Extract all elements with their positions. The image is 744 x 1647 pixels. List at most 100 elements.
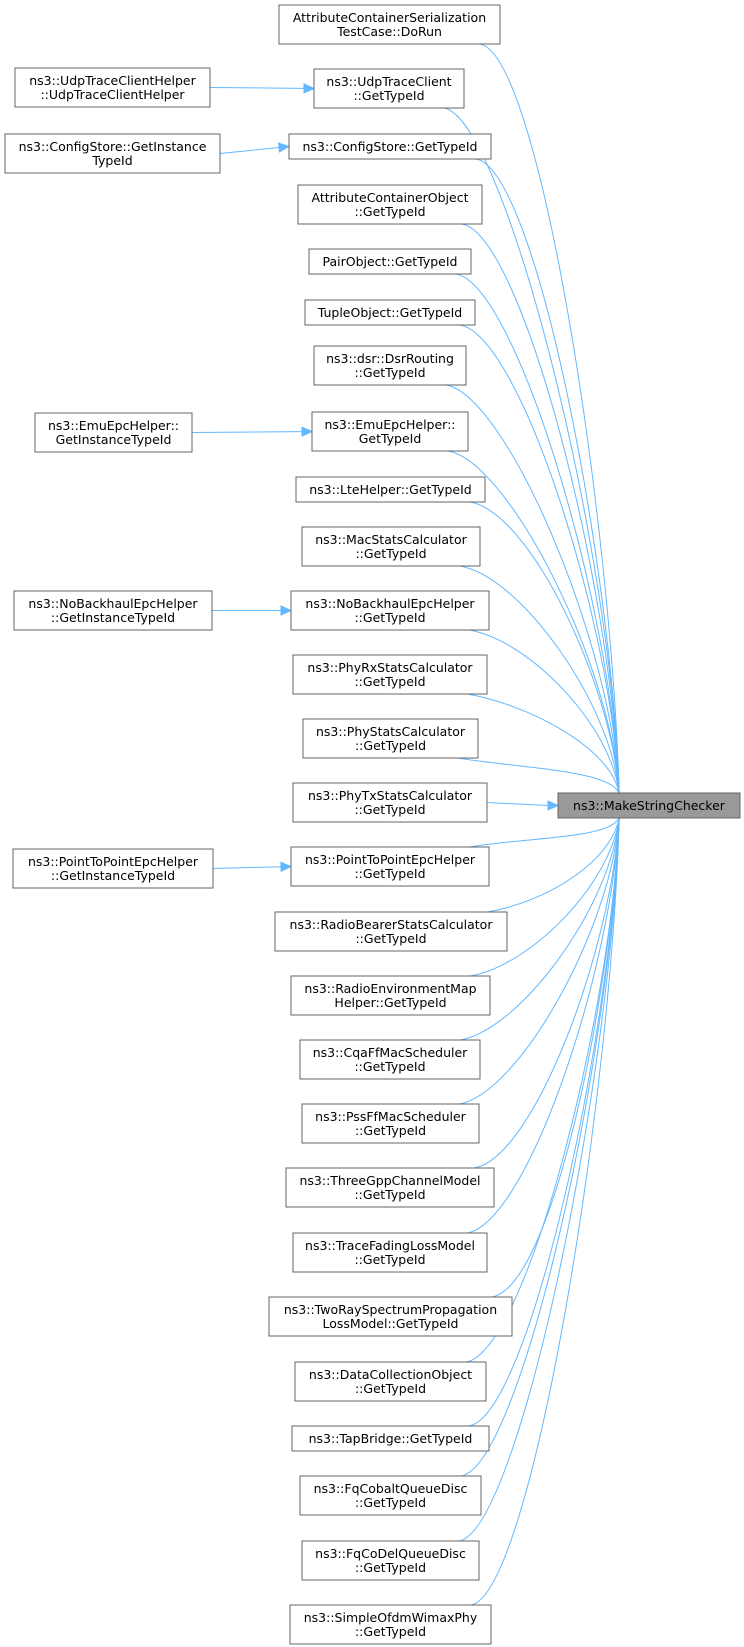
- node-label-line: ::UdpTraceClientHelper: [40, 87, 185, 102]
- node-label-line: PairObject::GetTypeId: [323, 254, 458, 269]
- node-label-line: ns3::ThreeGppChannelModel: [299, 1173, 480, 1188]
- call-edge: [212, 866, 282, 869]
- node-box: [289, 1604, 492, 1645]
- node-label-line: ::GetTypeId: [355, 1123, 426, 1138]
- caller-node[interactable]: ns3::NoBackhaulEpcHelper::GetTypeId: [290, 590, 490, 631]
- call-edge: [486, 802, 549, 806]
- call-edge: [466, 817, 620, 1234]
- node-label-line: ns3::CqaFfMacScheduler: [313, 1045, 468, 1060]
- call-edge: [468, 629, 620, 794]
- node-box: [299, 1475, 482, 1516]
- node-label-line: ::GetTypeId: [354, 1252, 425, 1267]
- caller-node[interactable]: AttributeContainerSerializationTestCase:…: [278, 4, 501, 45]
- node-label-line: ns3::TraceFadingLossModel: [305, 1238, 475, 1253]
- node-label-line: ::GetTypeId: [355, 1495, 426, 1510]
- call-edge: [457, 757, 620, 794]
- node-label-line: ns3::EmuEpcHelper::: [48, 418, 179, 433]
- caller-node[interactable]: ns3::RadioBearerStatsCalculator::GetType…: [274, 911, 508, 952]
- caller-node[interactable]: ns3::ConfigStore::GetTypeId: [288, 133, 492, 160]
- node-label-line: ::GetTypeId: [355, 931, 426, 946]
- caller-node[interactable]: ns3::UdpTraceClient::GetTypeId: [313, 68, 465, 109]
- edge-arrowhead: [280, 861, 293, 873]
- node-box: [14, 67, 211, 108]
- node-label-line: ::GetTypeId: [355, 738, 426, 753]
- node-label-line: ns3::UdpTraceClient: [326, 74, 451, 89]
- node-label-line: ::GetTypeId: [354, 204, 425, 219]
- node-box: [302, 718, 479, 759]
- node-label-line: ns3::SimpleOfdmWimaxPhy: [304, 1610, 478, 1625]
- call-edge: [470, 817, 620, 1606]
- node-box: [299, 1039, 481, 1080]
- node-box: [292, 1232, 488, 1273]
- node-label-line: ns3::DataCollectionObject: [309, 1367, 472, 1382]
- node-box: [290, 975, 491, 1016]
- caller-node[interactable]: ns3::FqCoDelQueueDisc::GetTypeId: [301, 1540, 480, 1581]
- target-node[interactable]: ns3::MakeStringChecker: [557, 792, 741, 819]
- caller-node[interactable]: ns3::PointToPointEpcHelper::GetInstanceT…: [12, 848, 214, 889]
- caller-node[interactable]: ns3::TwoRaySpectrumPropagationLossModel:…: [268, 1296, 513, 1337]
- caller-node[interactable]: ns3::dsr::DsrRouting::GetTypeId: [313, 345, 467, 386]
- node-label-line: ns3::PhyStatsCalculator: [316, 724, 466, 739]
- caller-node[interactable]: ns3::FqCobaltQueueDisc::GetTypeId: [299, 1475, 482, 1516]
- caller-node[interactable]: AttributeContainerObject::GetTypeId: [297, 184, 483, 225]
- node-box: [268, 1296, 513, 1337]
- caller-node[interactable]: ns3::RadioEnvironmentMapHelper::GetTypeI…: [290, 975, 491, 1016]
- caller-node[interactable]: ns3::SimpleOfdmWimaxPhy::GetTypeId: [289, 1604, 492, 1645]
- node-label-line: ::GetInstanceTypeId: [51, 868, 175, 883]
- call-edge: [459, 324, 620, 794]
- caller-node[interactable]: ns3::ConfigStore::GetInstanceTypeId: [4, 133, 221, 174]
- node-label-line: ::GetTypeId: [355, 1381, 426, 1396]
- edge-arrowhead: [547, 800, 560, 811]
- node-label-line: ::GetTypeId: [355, 1624, 426, 1639]
- call-edge: [445, 384, 620, 794]
- nodes-layer: AttributeContainerSerializationTestCase:…: [4, 4, 741, 1645]
- caller-node[interactable]: ns3::UdpTraceClientHelper::UdpTraceClien…: [14, 67, 211, 108]
- node-label-line: Helper::GetTypeId: [334, 995, 446, 1010]
- caller-node[interactable]: ns3::MacStatsCalculator::GetTypeId: [301, 526, 481, 567]
- caller-node[interactable]: ns3::EmuEpcHelper::GetInstanceTypeId: [34, 412, 193, 453]
- call-edge: [447, 450, 620, 794]
- caller-node[interactable]: ns3::PhyStatsCalculator::GetTypeId: [302, 718, 479, 759]
- node-label-line: LossModel::GetTypeId: [323, 1316, 459, 1331]
- node-label-line: ns3::PhyRxStatsCalculator: [307, 660, 473, 675]
- caller-node[interactable]: ns3::PssFfMacScheduler::GetTypeId: [301, 1103, 480, 1144]
- caller-node[interactable]: ns3::ThreeGppChannelModel::GetTypeId: [285, 1167, 495, 1208]
- caller-node[interactable]: ns3::CqaFfMacScheduler::GetTypeId: [299, 1039, 481, 1080]
- caller-node[interactable]: ns3::PhyTxStatsCalculator::GetTypeId: [292, 782, 488, 823]
- node-label-line: ns3::UdpTraceClientHelper: [29, 73, 196, 88]
- call-edge: [466, 693, 620, 794]
- node-box: [301, 1103, 480, 1144]
- caller-node[interactable]: ns3::PointToPointEpcHelper::GetTypeId: [290, 846, 490, 887]
- caller-node[interactable]: ns3::TraceFadingLossModel::GetTypeId: [292, 1232, 488, 1273]
- node-label-line: ns3::PssFfMacScheduler: [315, 1109, 467, 1124]
- node-box: [301, 526, 481, 567]
- node-box: [288, 133, 492, 160]
- caller-node[interactable]: PairObject::GetTypeId: [308, 248, 472, 275]
- node-label-line: ::GetTypeId: [354, 866, 425, 881]
- call-edge: [459, 565, 620, 794]
- caller-node[interactable]: ns3::LteHelper::GetTypeId: [295, 476, 486, 503]
- caller-node[interactable]: ns3::PhyRxStatsCalculator::GetTypeId: [292, 654, 488, 695]
- node-box: [290, 590, 490, 631]
- call-edge: [479, 43, 620, 794]
- caller-node[interactable]: ns3::DataCollectionObject::GetTypeId: [294, 1361, 487, 1402]
- caller-node[interactable]: TupleObject::GetTypeId: [304, 299, 476, 326]
- node-box: [304, 299, 476, 326]
- node-label-line: TestCase::DoRun: [336, 24, 442, 39]
- node-box: [285, 1167, 495, 1208]
- call-edge: [486, 817, 620, 913]
- node-label-line: ns3::FqCoDelQueueDisc: [315, 1546, 466, 1561]
- node-label-line: ::GetTypeId: [355, 546, 426, 561]
- node-label-line: ns3::RadioEnvironmentMap: [304, 981, 476, 996]
- call-edge: [468, 817, 620, 1427]
- node-label-line: ns3::ConfigStore::GetTypeId: [303, 139, 478, 154]
- node-box: [12, 848, 214, 889]
- caller-node[interactable]: ns3::EmuEpcHelper::GetTypeId: [311, 411, 469, 452]
- call-edge: [459, 817, 620, 1041]
- node-label-line: ns3::NoBackhaulEpcHelper: [28, 596, 198, 611]
- node-box: [291, 1425, 490, 1452]
- caller-node[interactable]: ns3::TapBridge::GetTypeId: [291, 1425, 490, 1452]
- node-label-line: ns3::MakeStringChecker: [573, 798, 726, 813]
- node-box: [313, 68, 465, 109]
- caller-node[interactable]: ns3::NoBackhaulEpcHelper::GetInstanceTyp…: [13, 590, 213, 631]
